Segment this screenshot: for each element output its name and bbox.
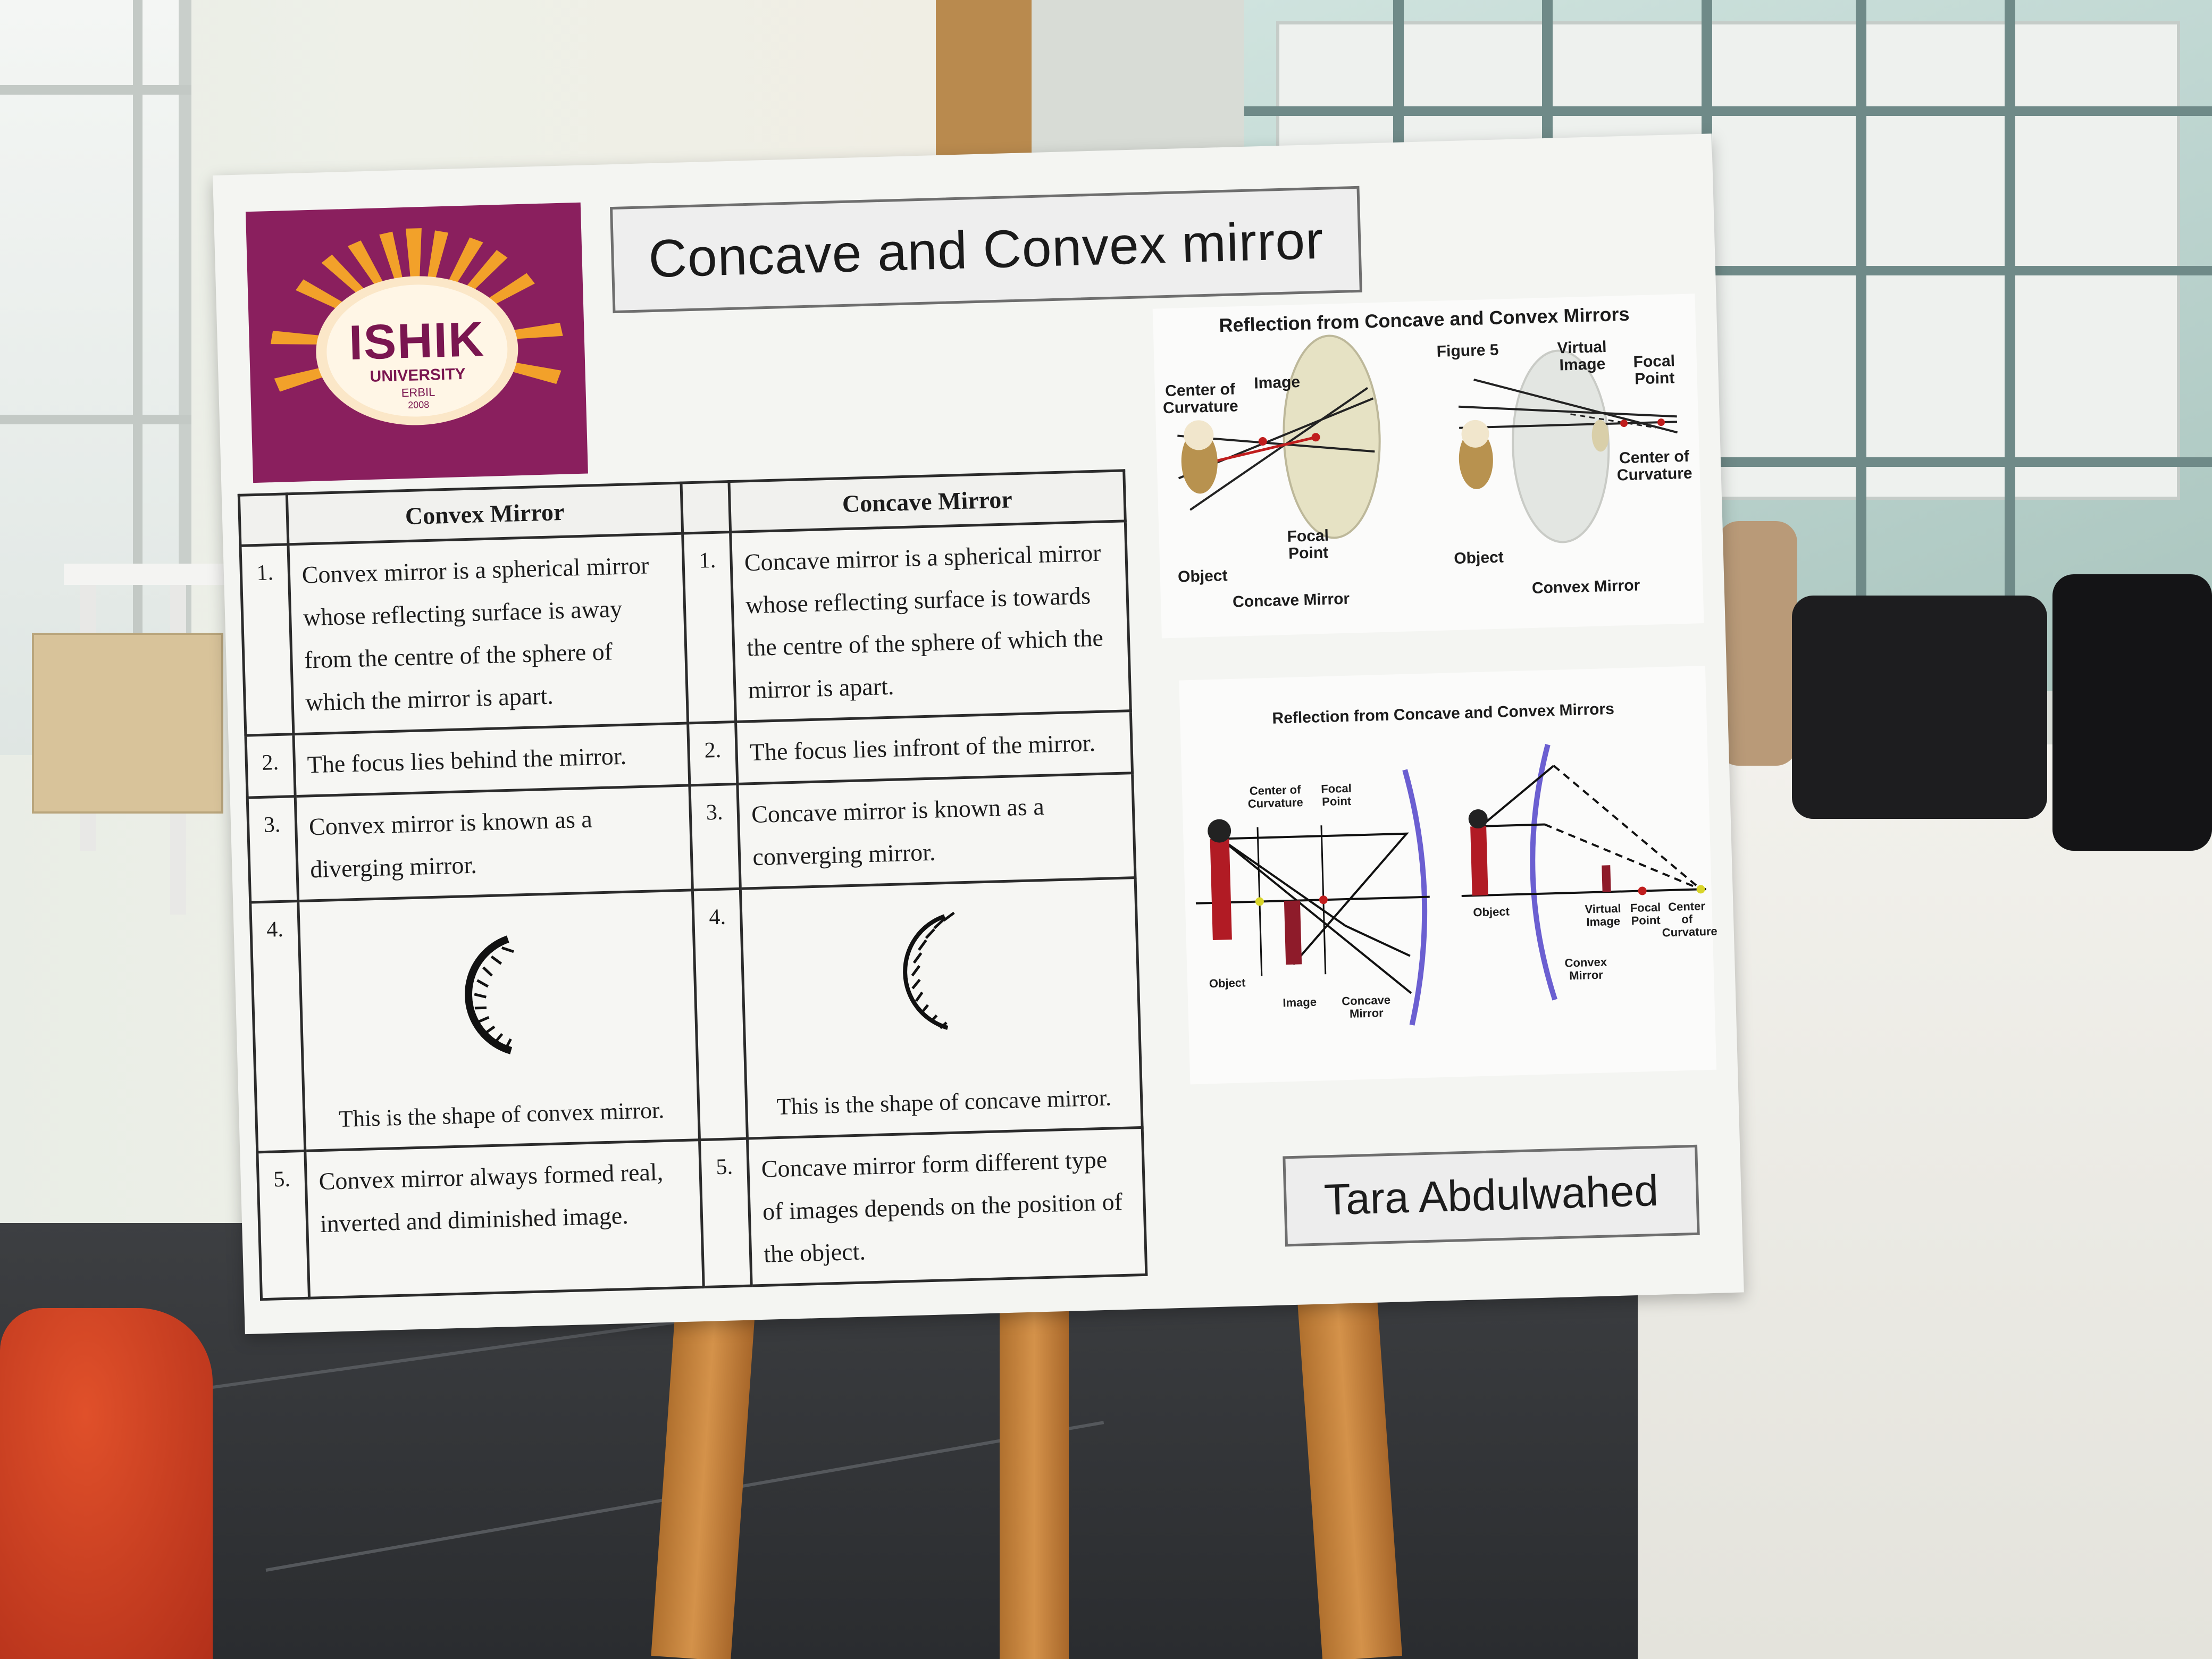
- label-virtual-image: Virtual Image: [1557, 338, 1607, 374]
- diagram-bottom: Reflection from Concave and Convex Mirro…: [1179, 665, 1718, 1085]
- label-object-2: Object: [1453, 548, 1504, 568]
- author-box: Tara Abdulwahed: [1283, 1144, 1700, 1247]
- label-focal-point: Focal Point: [1287, 526, 1329, 563]
- label-focal-point: Focal Point: [1320, 781, 1352, 809]
- convex-mirror-shape-icon: [464, 935, 514, 1054]
- poster-title: Concave and Convex mirror: [648, 210, 1325, 289]
- convex-cell: Convex mirror is a spherical mirror whos…: [288, 533, 689, 734]
- poster: ISHIK UNIVERSITY ERBIL 2008 Concave and …: [213, 133, 1744, 1335]
- row-number: 2.: [688, 722, 738, 785]
- diagram-top: Reflection from Concave and Convex Mirro…: [1152, 294, 1704, 639]
- easel-leg-center: [1000, 1297, 1069, 1659]
- row-number: 2.: [245, 734, 295, 798]
- convex-shape-cell: This is the shape of convex mirror.: [298, 890, 700, 1151]
- ray-diagram-bottom: [1195, 744, 1706, 1026]
- beige-bag: [1717, 521, 1797, 766]
- university-logo: ISHIK UNIVERSITY ERBIL 2008: [245, 202, 588, 483]
- row-number: 3.: [247, 796, 298, 903]
- convex-shape-caption: This is the shape of convex mirror.: [338, 1096, 665, 1133]
- label-focal-point-2: Focal Point: [1630, 900, 1661, 928]
- poster-title-box: Concave and Convex mirror: [609, 186, 1362, 314]
- row-number: 1.: [240, 544, 294, 736]
- table-row: 4. This is the shape of convex mirror. 4…: [250, 877, 1143, 1152]
- concave-shape-cell: This is the shape of concave mirror.: [740, 877, 1143, 1139]
- label-image: Image: [1283, 995, 1317, 1010]
- row-number: 4.: [250, 901, 305, 1152]
- label-object: Object: [1209, 976, 1246, 991]
- label-object: Object: [1177, 567, 1228, 586]
- table-row: 1. Convex mirror is a spherical mirror w…: [240, 521, 1131, 736]
- label-image: Image: [1253, 373, 1301, 392]
- convex-cell: The focus lies behind the mirror.: [293, 723, 690, 797]
- row-number: 3.: [690, 784, 741, 890]
- row-number: 5.: [257, 1151, 309, 1300]
- sun-emblem: [270, 228, 563, 425]
- author-name: Tara Abdulwahed: [1323, 1166, 1660, 1225]
- label-focal-point-2: Focal Point: [1633, 352, 1675, 388]
- concave-mirror-shape-icon: [903, 911, 955, 1030]
- label-center-of-curvature-2: Center of Curvature: [1616, 447, 1693, 484]
- cardboard-box: [32, 633, 223, 814]
- figure-label: Figure 5: [1436, 341, 1499, 361]
- row-number: 5.: [699, 1138, 752, 1287]
- convex-cell: Convex mirror is known as a diverging mi…: [295, 785, 693, 901]
- row-number: 1.: [683, 532, 736, 723]
- label-convex-mirror: Convex Mirror: [1564, 955, 1607, 983]
- concave-shape-caption: This is the shape of concave mirror.: [776, 1084, 1112, 1120]
- label-convex-mirror: Convex Mirror: [1531, 576, 1640, 598]
- table-row: 5. Convex mirror always formed real, inv…: [257, 1127, 1146, 1300]
- label-center-of-curvature: Center of Curvature: [1162, 380, 1239, 417]
- label-center-of-curvature-2: Center of Curvature: [1662, 899, 1718, 940]
- label-virtual-image: Virtual Image: [1585, 901, 1621, 929]
- row-number: 4.: [692, 889, 748, 1140]
- orange-chair: [0, 1308, 213, 1659]
- concave-cell: Concave mirror is known as a converging …: [738, 773, 1136, 889]
- label-concave-mirror: Concave Mirror: [1341, 993, 1391, 1020]
- white-desk: [64, 564, 239, 585]
- black-bag-2: [2052, 574, 2212, 851]
- label-center-of-curvature: Center of Curvature: [1247, 783, 1304, 811]
- convex-cell: Convex mirror always formed real, invert…: [305, 1139, 704, 1298]
- concave-cell: The focus lies infront of the mirror.: [735, 710, 1133, 784]
- ray-diagram-top: [1177, 334, 1678, 543]
- label-object-2: Object: [1473, 904, 1510, 919]
- black-bag: [1792, 596, 2047, 819]
- concave-cell: Concave mirror form different type of im…: [747, 1127, 1146, 1286]
- concave-cell: Concave mirror is a spherical mirror who…: [730, 521, 1131, 722]
- comparison-table: Convex Mirror Concave Mirror 1. Convex m…: [237, 469, 1148, 1301]
